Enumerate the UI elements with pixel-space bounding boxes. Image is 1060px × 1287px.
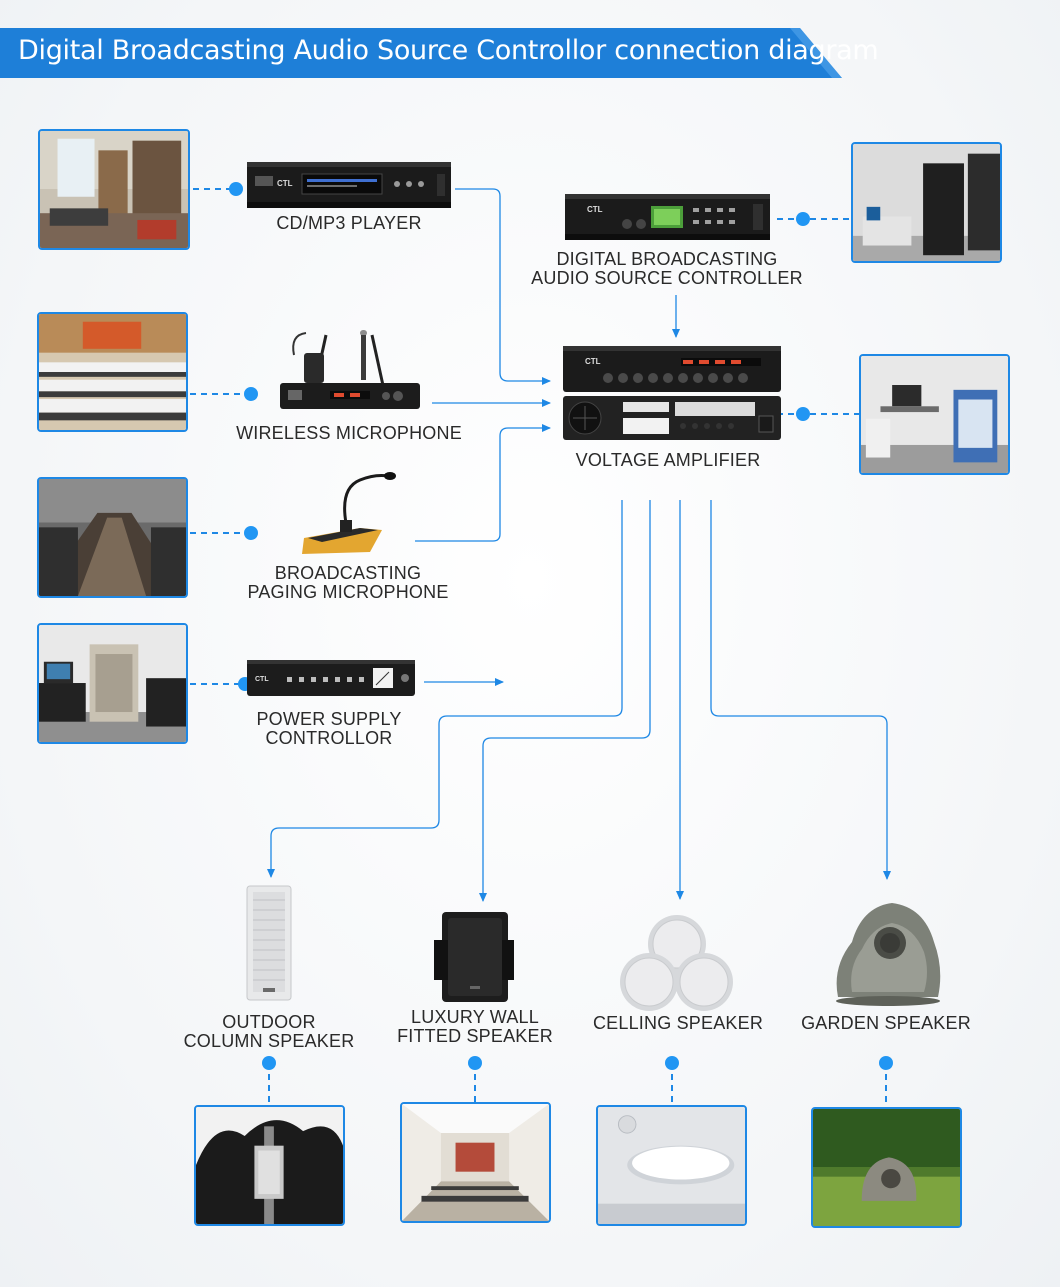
- luxury-wall-speaker-label: LUXURY WALL FITTED SPEAKER: [365, 1008, 585, 1046]
- outdoor-column-speaker-label: OUTDOOR COLUMN SPEAKER: [159, 1013, 379, 1051]
- svg-text:CTL: CTL: [277, 179, 293, 188]
- svg-text:CTL: CTL: [255, 676, 269, 683]
- lawn-garden-photo: [811, 1107, 962, 1228]
- cd-mp3-player-device: CTL: [247, 162, 451, 210]
- outdoor-column-speaker-label-line1: OUTDOOR: [222, 1012, 316, 1032]
- conference-room-photo: [37, 477, 188, 598]
- equipment-room-photo: [37, 623, 188, 744]
- meeting-hall-photo: [400, 1102, 551, 1223]
- audio-source-controller-label-line2: AUDIO SOURCE CONTROLLER: [531, 268, 803, 288]
- luxury-wall-speaker-device: [434, 910, 514, 1006]
- audio-source-controller-device: CTL: [565, 194, 770, 242]
- audio-source-controller-label-line1: DIGITAL BROADCASTING: [556, 249, 778, 269]
- office-room-photo: [38, 129, 190, 250]
- power-supply-controller-label-line1: POWER SUPPLY: [256, 709, 402, 729]
- voltage-amplifier-device: CTL: [563, 346, 781, 442]
- power-supply-controller-label-line2: CONTROLLOR: [265, 728, 393, 748]
- page-title: Digital Broadcasting Audio Source Contro…: [18, 35, 879, 66]
- paging-microphone-device: [300, 468, 396, 556]
- ceiling-speaker-label: CELLING SPEAKER: [592, 1013, 764, 1033]
- paging-microphone-label: BROADCASTING PAGING MICROPHONE: [228, 564, 468, 602]
- audio-source-controller-label: DIGITAL BROADCASTING AUDIO SOURCE CONTRO…: [527, 250, 807, 288]
- svg-text:CTL: CTL: [585, 357, 601, 366]
- garden-speaker-device: [832, 897, 944, 1007]
- title-banner: Digital Broadcasting Audio Source Contro…: [0, 28, 879, 78]
- ceiling-light-photo: [596, 1105, 747, 1226]
- ceiling-speaker-device: [618, 912, 734, 1012]
- paging-microphone-label-line1: BROADCASTING: [274, 563, 422, 583]
- auditorium-photo: [37, 312, 188, 432]
- garden-speaker-label: GARDEN SPEAKER: [801, 1013, 971, 1033]
- server-room-photo: [851, 142, 1002, 263]
- outdoor-trees-photo: [194, 1105, 345, 1226]
- wireless-microphone-device: [280, 325, 420, 411]
- outdoor-column-speaker-label-line2: COLUMN SPEAKER: [183, 1031, 355, 1051]
- paging-microphone-label-line2: PAGING MICROPHONE: [247, 582, 449, 602]
- luxury-wall-speaker-label-line2: FITTED SPEAKER: [397, 1026, 553, 1046]
- cd-mp3-player-label: CD/MP3 PLAYER: [276, 213, 422, 233]
- luxury-wall-speaker-label-line1: LUXURY WALL: [411, 1007, 539, 1027]
- wireless-microphone-label: WIRELESS MICROPHONE: [236, 423, 462, 443]
- outdoor-column-speaker-device: [243, 884, 295, 1004]
- power-supply-controller-device: CTL: [247, 660, 415, 698]
- svg-text:CTL: CTL: [587, 205, 603, 214]
- control-room-photo: [859, 354, 1010, 475]
- power-supply-controller-label: POWER SUPPLY CONTROLLOR: [229, 710, 429, 748]
- voltage-amplifier-label: VOLTAGE AMPLIFIER: [575, 450, 761, 470]
